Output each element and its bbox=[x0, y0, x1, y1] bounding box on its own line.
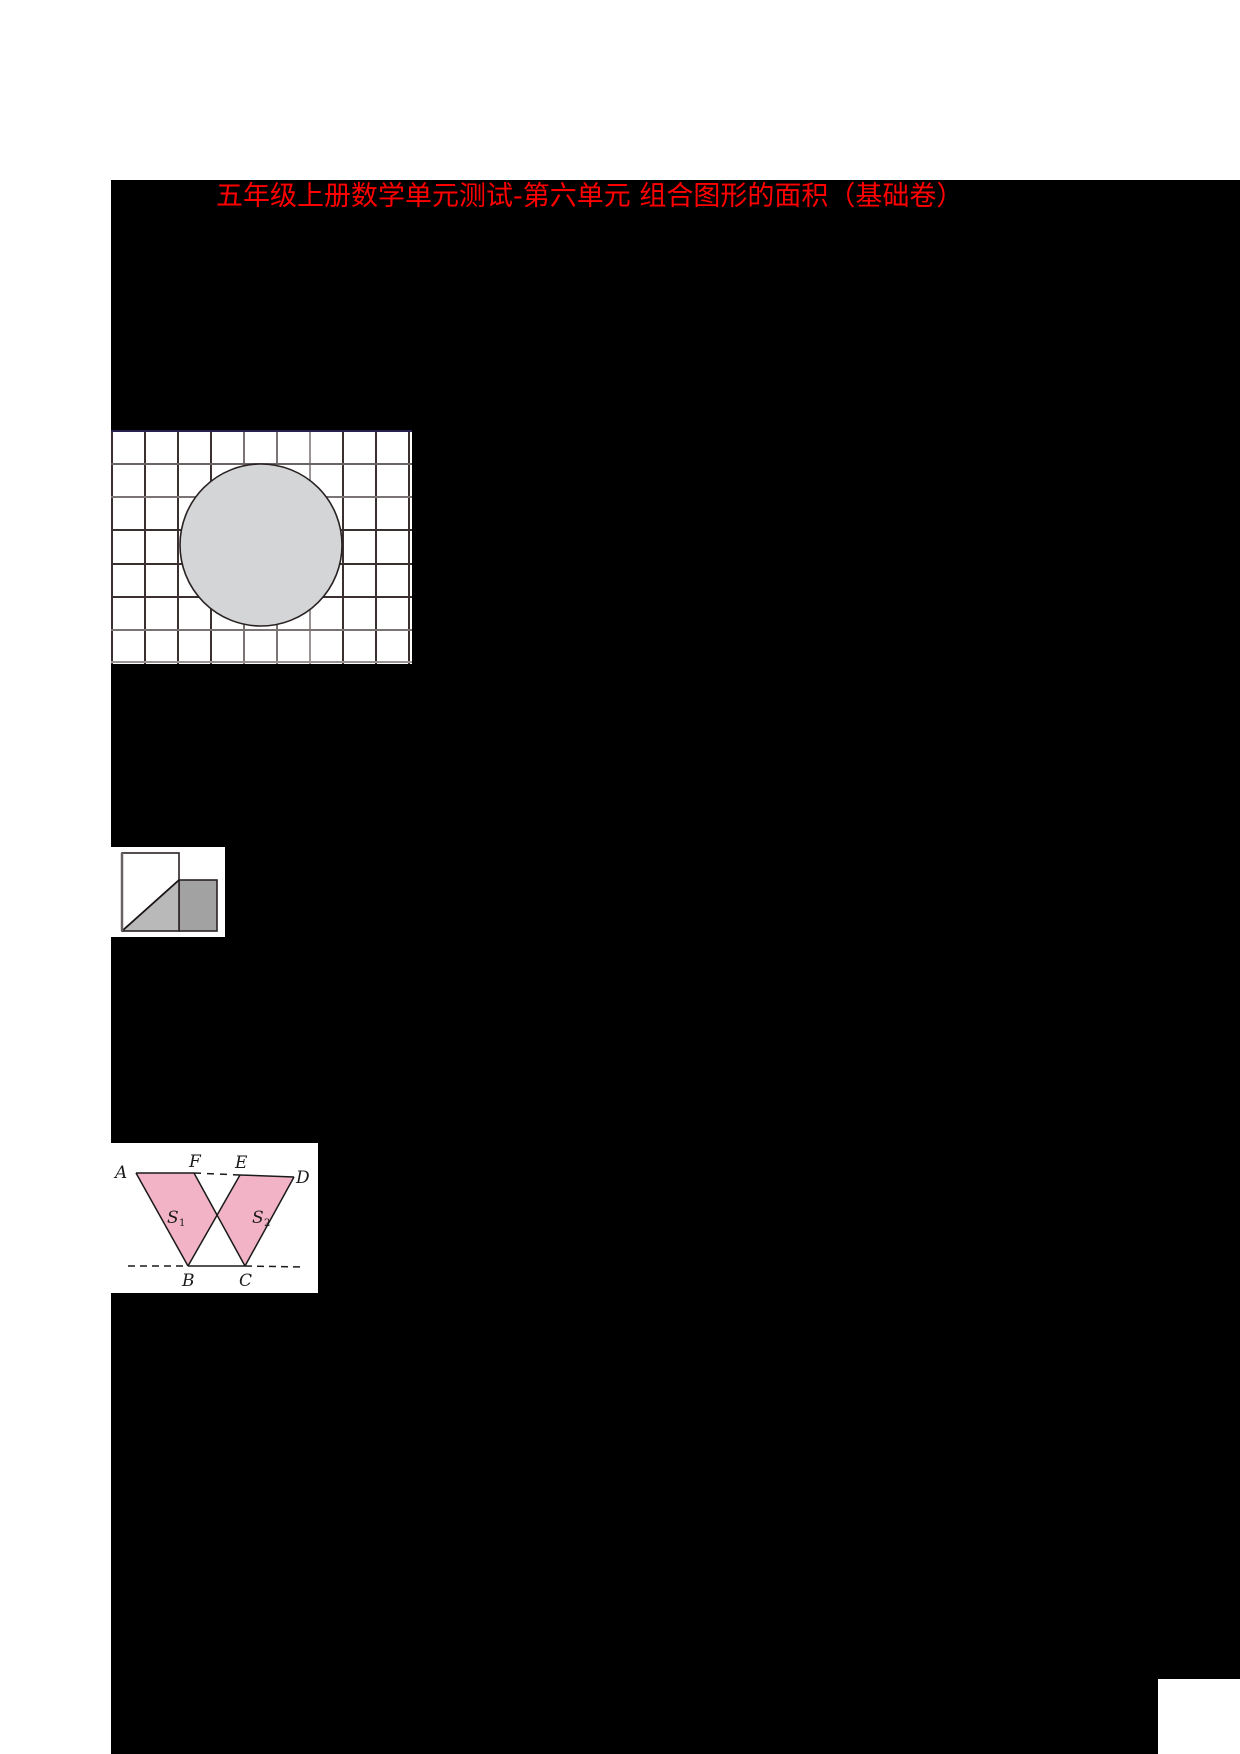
shaded-circle bbox=[179, 463, 343, 627]
label-d: D bbox=[295, 1168, 310, 1188]
squares-diagram bbox=[111, 847, 225, 937]
label-s1-subscript: 1 bbox=[179, 1218, 185, 1229]
region-s1 bbox=[136, 1173, 218, 1266]
label-e: E bbox=[234, 1153, 248, 1173]
grid-circle-diagram bbox=[111, 430, 412, 664]
document-title: 五年级上册数学单元测试-第六单元 组合图形的面积（基础卷） bbox=[216, 181, 964, 212]
figure-grid-circle bbox=[111, 430, 412, 664]
label-s2: S bbox=[252, 1208, 264, 1228]
label-f: F bbox=[188, 1152, 202, 1172]
figure-squares-triangle bbox=[111, 847, 225, 937]
label-s1: S bbox=[167, 1208, 179, 1228]
label-a: A bbox=[113, 1163, 127, 1183]
redacted-content-area bbox=[111, 180, 1240, 1754]
small-square bbox=[178, 879, 218, 932]
triangles-diagram: A F E D B C S 1 S 2 bbox=[111, 1143, 318, 1293]
region-s2 bbox=[218, 1175, 294, 1266]
label-b: B bbox=[181, 1271, 195, 1291]
figure-triangles: A F E D B C S 1 S 2 bbox=[111, 1143, 318, 1293]
page-corner bbox=[1158, 1679, 1240, 1754]
label-s2-subscript: 2 bbox=[264, 1218, 270, 1229]
label-c: C bbox=[239, 1271, 252, 1291]
